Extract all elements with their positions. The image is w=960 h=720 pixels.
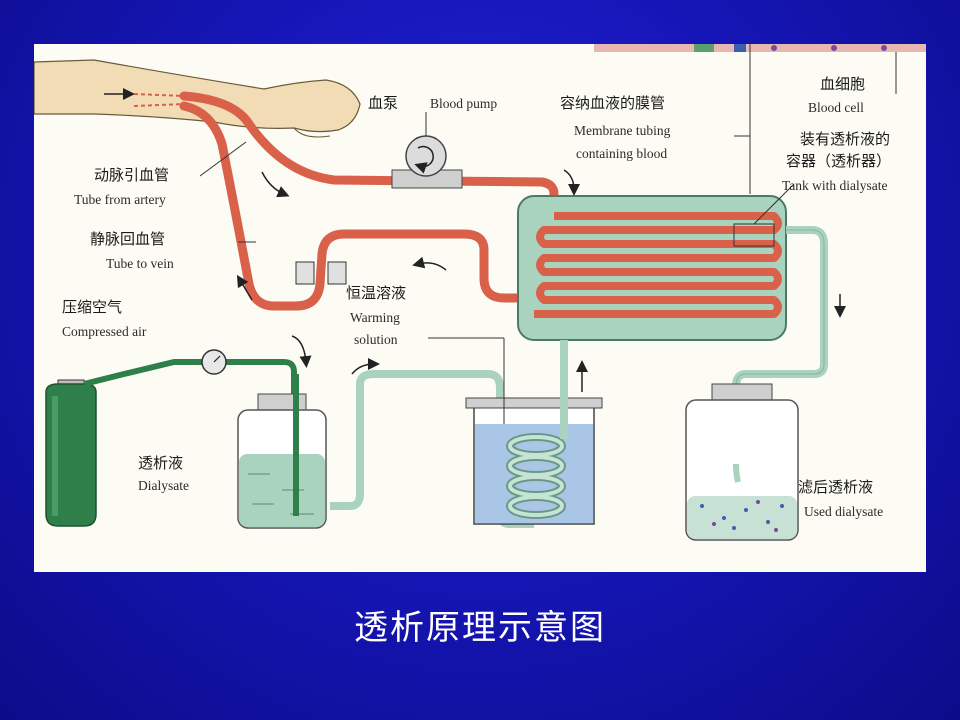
dialysis-diagram: 血泵 Blood pump 容纳血液的膜管 Membrane tubing co… (34, 44, 926, 572)
pressure-gauge (201, 349, 227, 375)
dialyzer-tank (517, 183, 795, 341)
label-warming-en-2: solution (354, 332, 398, 347)
label-warming-zh: 恒温溶液 (346, 284, 406, 302)
label-blood-cell-zh: 血细胞 (820, 75, 865, 93)
label-air-zh: 压缩空气 (62, 298, 122, 316)
diagram-svg: 血泵 Blood pump 容纳血液的膜管 Membrane tubing co… (34, 44, 926, 541)
label-membrane-en-1: Membrane tubing (574, 123, 671, 138)
label-air-en: Compressed air (62, 324, 147, 339)
label-membrane-zh: 容纳血液的膜管 (560, 94, 665, 112)
outflow-tube (732, 226, 828, 464)
label-vein-en: Tube to vein (106, 256, 174, 271)
label-warming-en-1: Warming (350, 310, 400, 325)
blood-cell-strip (594, 44, 926, 194)
label-dialysate-zh: 透析液 (138, 454, 183, 472)
label-artery-en: Tube from artery (74, 192, 166, 207)
label-tank-zh-2: 容器（透析器） (786, 152, 891, 170)
label-vein-zh: 静脉回血管 (90, 230, 165, 248)
vein-valve (295, 261, 347, 285)
slide-caption: 透析原理示意图 (354, 608, 606, 648)
label-tank-en: Tank with dialysate (782, 178, 888, 193)
label-artery-zh: 动脉引血管 (94, 166, 169, 184)
dialysate-jar (237, 374, 327, 529)
label-blood-pump-zh: 血泵 (368, 94, 398, 112)
used-dialysate-jar (685, 383, 799, 541)
warming-bath (465, 384, 603, 525)
label-dialysate-en: Dialysate (138, 478, 189, 493)
label-membrane-en-2: containing blood (576, 146, 667, 161)
label-blood-cell-en: Blood cell (808, 100, 864, 115)
label-used-zh: 滤后透析液 (798, 478, 873, 496)
vein-tube (179, 101, 539, 311)
label-blood-pump-en: Blood pump (430, 96, 497, 111)
artery-tube (179, 91, 559, 221)
label-used-en: Used dialysate (804, 504, 883, 519)
air-cylinder (45, 379, 97, 527)
blood-pump (391, 112, 463, 189)
label-tank-zh-1: 装有透析液的 (800, 130, 890, 148)
